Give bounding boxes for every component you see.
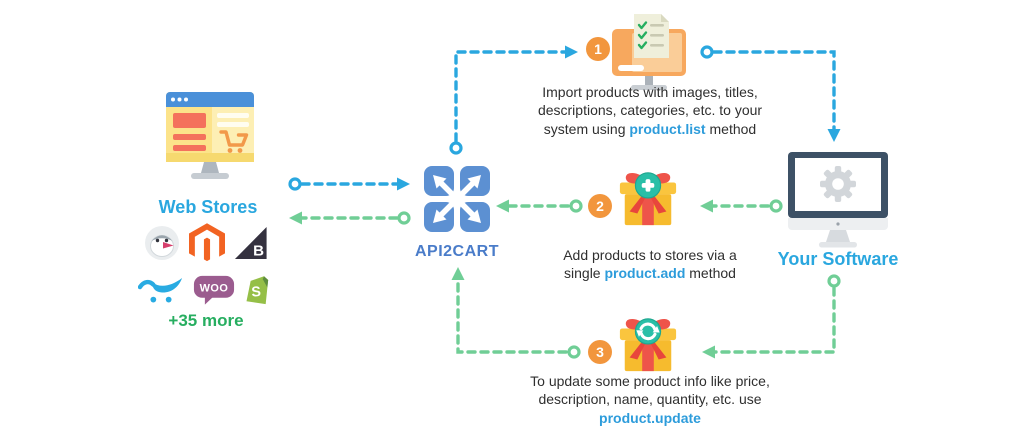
arrow-step2-to-api2cart — [496, 199, 583, 213]
step3-caption: To update some product info like price, … — [530, 372, 770, 427]
plus-icon — [641, 179, 655, 192]
bigcommerce-letter: B — [253, 242, 264, 259]
step1-text-before: Import products with images, titles, des… — [537, 84, 763, 137]
step1-text-after: method — [705, 120, 757, 137]
arrow-step1-to-software — [700, 45, 841, 142]
step2-text-after: method — [685, 265, 736, 282]
step1-caption: Import products with images, titles, des… — [518, 83, 782, 138]
computer-gear-icon — [788, 152, 888, 248]
step3-text-before: To update some product info like price, … — [530, 373, 770, 408]
update-product-gift-refresh-icon — [619, 318, 677, 372]
arrow-software-to-step2 — [700, 199, 783, 213]
arrow-step3-to-api2cart — [451, 267, 581, 359]
prestashop-icon — [145, 226, 179, 260]
platform-logos: B WOO S — [138, 222, 272, 307]
web-store-monitor-icon — [166, 92, 254, 179]
cart-icon — [219, 130, 249, 153]
step1-method-name: product.list — [629, 120, 706, 137]
woocommerce-text: WOO — [200, 282, 229, 294]
step2-method-name: product.add — [604, 265, 686, 282]
web-stores-label: Web Stores — [158, 197, 258, 217]
step2-caption: Add products to stores via a single prod… — [545, 246, 755, 283]
step2-badge: 2 — [588, 194, 612, 218]
arrow-api2cart-to-step1 — [449, 45, 578, 155]
step1-badge: 1 — [586, 37, 610, 61]
shopify-letter: S — [251, 284, 262, 301]
step3-method-name: product.update — [599, 409, 701, 426]
shopify-icon: S — [246, 276, 269, 305]
step3-badge: 3 — [588, 340, 612, 364]
step2-text-before: Add products to stores via a single — [563, 247, 737, 282]
gear-icon — [820, 166, 856, 202]
add-product-gift-plus-icon — [619, 172, 677, 226]
arrow-webstores-to-api2cart — [288, 177, 410, 191]
opencart-icon — [138, 278, 183, 303]
arrow-api2cart-to-webstores — [289, 211, 411, 225]
api2cart-label: API2CART — [414, 243, 499, 260]
api2cart-expand-arrows-logo — [424, 166, 490, 232]
refresh-icon — [636, 322, 660, 341]
arrow-software-to-step3 — [702, 274, 841, 359]
bigcommerce-icon: B — [234, 226, 267, 259]
magento-icon — [189, 223, 225, 262]
import-products-monitor-checklist-icon — [612, 14, 686, 90]
woocommerce-icon: WOO — [193, 275, 235, 305]
your-software-label: Your Software — [777, 249, 899, 269]
more-platforms-label: +35 more — [168, 311, 244, 330]
